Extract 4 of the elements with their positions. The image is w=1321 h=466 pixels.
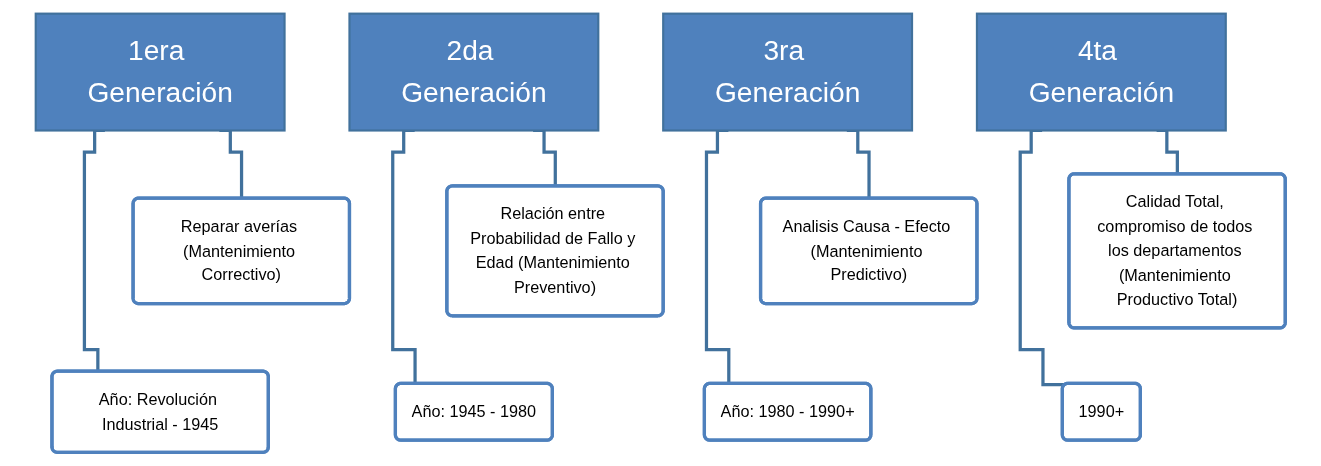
node-box: 1era Generación — [34, 12, 286, 132]
node-box: 3ra Generación — [662, 12, 914, 132]
node-box: 4ta Generación — [975, 12, 1227, 132]
node-box: 2da Generación — [348, 12, 600, 132]
